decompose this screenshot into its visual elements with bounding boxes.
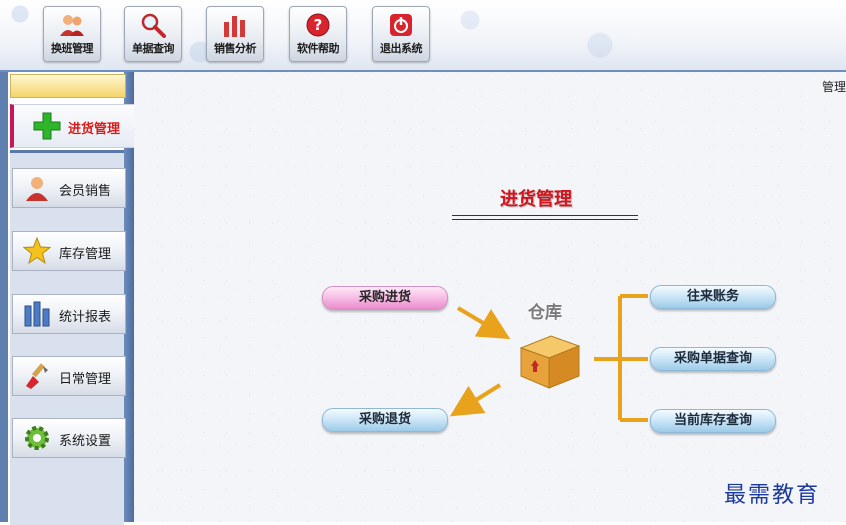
users-icon — [60, 15, 84, 36]
sales-analysis-button[interactable]: 销售分析 — [206, 6, 264, 62]
warehouse-box-icon — [519, 335, 581, 389]
sidebar-item-label: 进货管理 — [68, 122, 121, 137]
sidebar-item-member-sales[interactable]: 会员销售 — [12, 168, 126, 208]
document-query-button[interactable]: 单据查询 — [124, 6, 182, 62]
purchase-in-button[interactable]: 采购进货 — [322, 286, 448, 310]
software-help-label: 软件帮助 — [297, 42, 340, 55]
sidebar-item-purchase-management[interactable]: 进货管理 — [10, 104, 136, 148]
bar-chart-icon — [24, 301, 50, 327]
accounts-button[interactable]: 往来账务 — [650, 285, 776, 309]
document-query-label: 单据查询 — [132, 42, 175, 55]
member-icon — [26, 177, 48, 201]
magnifier-icon — [141, 13, 166, 38]
shift-management-label: 换班管理 — [51, 42, 94, 55]
sidebar-edge — [124, 72, 134, 522]
sidebar-item-label: 统计报表 — [59, 310, 112, 325]
shift-management-button[interactable]: 换班管理 — [43, 6, 101, 62]
brush-icon — [26, 363, 48, 389]
sidebar-item-inventory[interactable]: 库存管理 — [12, 231, 126, 271]
sidebar-item-label: 会员销售 — [59, 184, 112, 199]
power-icon — [390, 14, 412, 36]
sidebar-item-label: 库存管理 — [59, 247, 112, 262]
purchase-return-button[interactable]: 采购退货 — [322, 408, 448, 432]
exit-system-button[interactable]: 退出系统 — [372, 6, 430, 62]
software-help-button[interactable]: ? 软件帮助 — [289, 6, 347, 62]
sidebar-item-label: 系统设置 — [59, 434, 112, 449]
sidebar-header-bar — [10, 74, 126, 98]
sidebar-item-statistics[interactable]: 统计报表 — [12, 294, 126, 334]
inventory-query-button[interactable]: 当前库存查询 — [650, 409, 776, 433]
help-icon: ? — [306, 13, 330, 37]
warehouse-label: 仓库 — [528, 303, 562, 323]
sidebar-item-label: 日常管理 — [59, 372, 112, 387]
top-toolbar: 换班管理 单据查询 销售分析 ? 软件帮助 退出系统 — [0, 0, 846, 72]
plus-icon — [33, 112, 61, 140]
page-title: 进货管理 — [500, 189, 572, 210]
sidebar-item-daily-management[interactable]: 日常管理 — [12, 356, 126, 396]
watermark: 最需教育 — [724, 483, 821, 508]
sidebar-item-system-settings[interactable]: 系统设置 — [12, 418, 126, 458]
svg-text:?: ? — [314, 16, 323, 34]
gear-icon — [25, 426, 49, 450]
purchase-doc-query-button[interactable]: 采购单据查询 — [650, 347, 776, 371]
bar-chart-icon — [224, 16, 245, 37]
sales-analysis-label: 销售分析 — [214, 42, 257, 55]
breadcrumb: 管理 — [821, 80, 846, 94]
star-icon — [23, 237, 51, 265]
title-divider — [452, 215, 638, 220]
exit-system-label: 退出系统 — [380, 42, 423, 55]
sidebar-menu-panel — [10, 150, 124, 525]
